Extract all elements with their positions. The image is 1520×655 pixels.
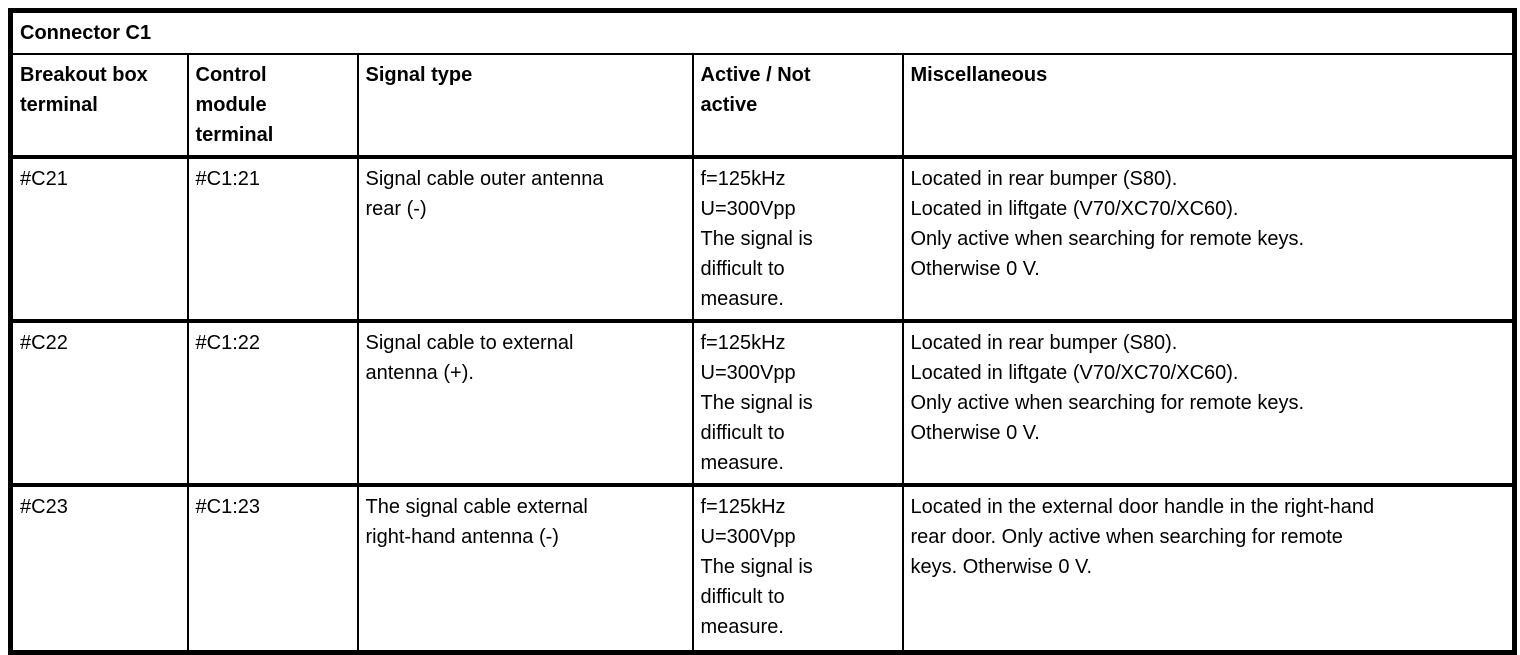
table-row: #C23 #C1:23 The signal cable external ri… <box>9 484 1516 654</box>
cell-signal-type: The signal cable external right-hand ant… <box>356 484 694 654</box>
table-header-row: Breakout box terminal Control module ter… <box>9 53 1516 159</box>
cell-module-terminal: #C1:21 <box>186 156 359 323</box>
cell-breakout-terminal: #C23 <box>9 484 189 654</box>
column-header-control-module-terminal: Control module terminal <box>186 53 359 159</box>
cell-active-not-active: f=125kHz U=300Vpp The signal is difficul… <box>691 156 904 323</box>
table-row: #C22 #C1:22 Signal cable to external ant… <box>9 320 1516 487</box>
cell-module-terminal: #C1:23 <box>186 484 359 654</box>
table-title: Connector C1 <box>9 9 1516 55</box>
column-header-signal-type: Signal type <box>356 53 694 159</box>
cell-breakout-terminal: #C21 <box>9 156 189 323</box>
column-header-miscellaneous: Miscellaneous <box>901 53 1516 159</box>
cell-signal-type: Signal cable to external antenna (+). <box>356 320 694 487</box>
cell-breakout-terminal: #C22 <box>9 320 189 487</box>
table-row: #C21 #C1:21 Signal cable outer antenna r… <box>9 156 1516 323</box>
cell-miscellaneous: Located in rear bumper (S80). Located in… <box>901 320 1516 487</box>
cell-module-terminal: #C1:22 <box>186 320 359 487</box>
cell-signal-type: Signal cable outer antenna rear (-) <box>356 156 694 323</box>
cell-active-not-active: f=125kHz U=300Vpp The signal is difficul… <box>691 320 904 487</box>
column-header-breakout-box-terminal: Breakout box terminal <box>9 53 189 159</box>
cell-miscellaneous: Located in rear bumper (S80). Located in… <box>901 156 1516 323</box>
table-title-row: Connector C1 <box>9 9 1516 55</box>
column-header-active-not-active: Active / Not active <box>691 53 904 159</box>
connector-c1-table: Connector C1 Breakout box terminal Contr… <box>8 8 1518 655</box>
cell-active-not-active: f=125kHz U=300Vpp The signal is difficul… <box>691 484 904 654</box>
cell-miscellaneous: Located in the external door handle in t… <box>901 484 1516 654</box>
